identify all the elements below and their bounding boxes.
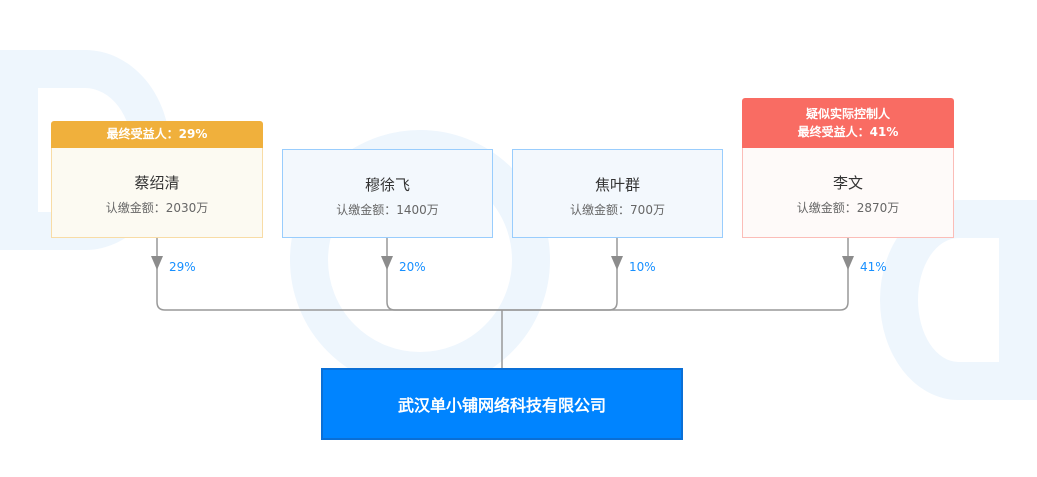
arrow-down-icon bbox=[842, 256, 854, 270]
shareholder-node[interactable]: 李文 认缴金额：2870万 bbox=[742, 148, 954, 238]
beneficiary-badge: 最终受益人：29% bbox=[51, 121, 263, 155]
controller-badge: 疑似实际控制人 最终受益人：41% bbox=[742, 98, 954, 155]
subscribed-amount: 认缴金额：1400万 bbox=[336, 203, 439, 217]
arrow-down-icon bbox=[381, 256, 393, 270]
share-percent: 10% bbox=[629, 260, 656, 274]
company-node[interactable]: 武汉单小铺网络科技有限公司 bbox=[321, 368, 683, 440]
shareholder-name: 李文 bbox=[832, 174, 863, 192]
arrow-down-icon bbox=[611, 256, 623, 270]
subscribed-amount: 认缴金额：2030万 bbox=[105, 201, 209, 215]
share-percent: 41% bbox=[860, 260, 887, 274]
shareholder-name: 蔡绍清 bbox=[134, 174, 180, 192]
subscribed-amount: 认缴金额：2870万 bbox=[796, 201, 900, 215]
company-name: 武汉单小铺网络科技有限公司 bbox=[397, 396, 606, 415]
share-percent: 29% bbox=[169, 260, 196, 274]
shareholder-node[interactable]: 蔡绍清 认缴金额：2030万 bbox=[51, 148, 263, 238]
shareholder-node[interactable]: 焦叶群 认缴金额：700万 bbox=[512, 149, 723, 238]
shareholder-name: 穆徐飞 bbox=[364, 176, 410, 194]
share-percent: 20% bbox=[399, 260, 426, 274]
subscribed-amount: 认缴金额：700万 bbox=[570, 203, 665, 217]
shareholder-node[interactable]: 穆徐飞 认缴金额：1400万 bbox=[282, 149, 493, 238]
arrow-down-icon bbox=[151, 256, 163, 270]
shareholder-name: 焦叶群 bbox=[594, 176, 640, 194]
